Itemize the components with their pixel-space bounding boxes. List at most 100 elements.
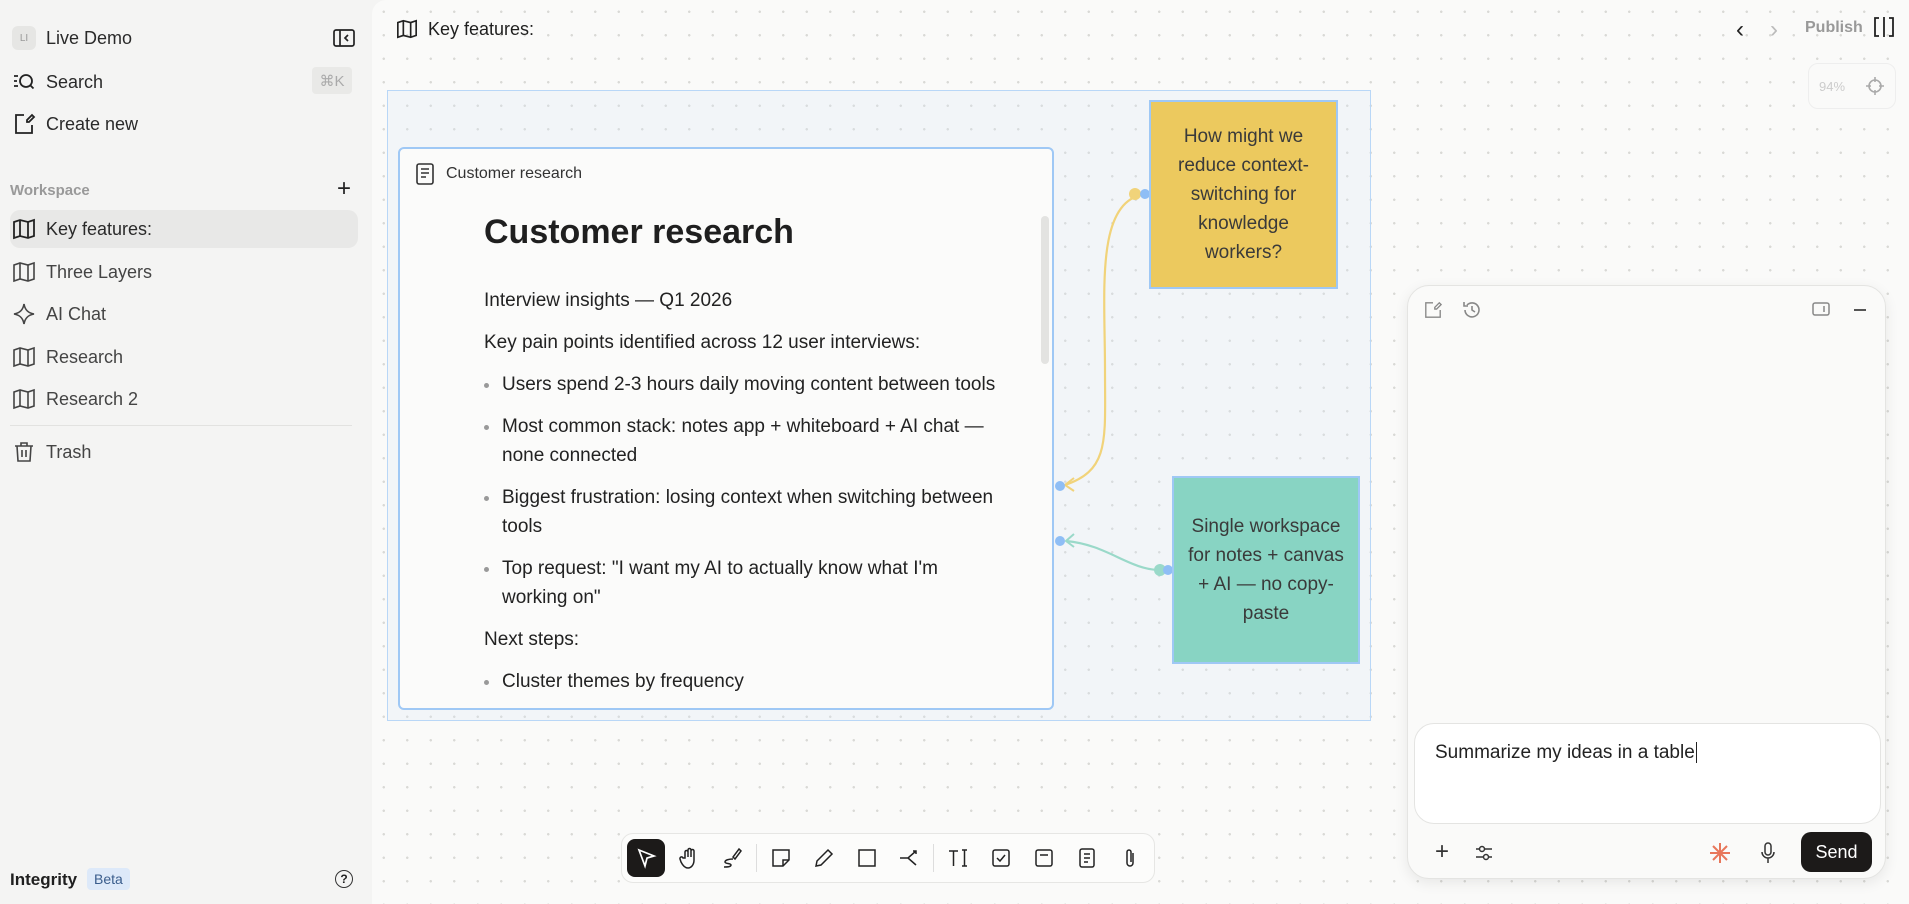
map-icon bbox=[13, 388, 35, 410]
create-new-button[interactable]: Create new bbox=[10, 105, 358, 143]
frame-tool[interactable] bbox=[1025, 839, 1063, 877]
text-tool[interactable] bbox=[939, 839, 977, 877]
sticky-note-text: How might we reduce context-switching fo… bbox=[1178, 126, 1309, 263]
dock-panel-icon[interactable] bbox=[1812, 302, 1830, 316]
chat-input[interactable]: Summarize my ideas in a table bbox=[1414, 723, 1881, 824]
send-label: Send bbox=[1815, 841, 1858, 862]
map-icon bbox=[397, 19, 417, 39]
hand-tool[interactable] bbox=[670, 839, 708, 877]
list-item: Biggest frustration: losing context when… bbox=[484, 483, 1004, 541]
attach-plus-icon[interactable]: + bbox=[1435, 838, 1450, 865]
publish-button[interactable]: Publish bbox=[1805, 19, 1863, 36]
page-title: Key features: bbox=[428, 18, 535, 39]
sidebar-item-trash[interactable]: Trash bbox=[10, 433, 358, 471]
connector-handle bbox=[1055, 536, 1065, 546]
sparkle-icon bbox=[13, 303, 35, 325]
connector-handle bbox=[1129, 188, 1141, 200]
sticky-note-teal[interactable]: Single workspace for notes + canvas + AI… bbox=[1172, 476, 1360, 664]
spark-icon[interactable] bbox=[1709, 842, 1731, 864]
new-chat-icon[interactable] bbox=[1424, 301, 1442, 319]
list-item: Users spend 2-3 hours daily moving conte… bbox=[484, 370, 1004, 399]
connector-icon bbox=[900, 850, 918, 866]
zoom-widget: 94% bbox=[1808, 63, 1896, 109]
sidebar-item-ai-chat[interactable]: AI Chat bbox=[10, 295, 358, 333]
sidebar-item-three-layers[interactable]: Three Layers bbox=[10, 253, 358, 291]
connector-teal bbox=[1065, 539, 1166, 572]
back-button[interactable]: ‹ bbox=[1736, 16, 1744, 43]
sidebar-item-label: Key features: bbox=[46, 218, 153, 239]
search-icon bbox=[14, 74, 35, 90]
org-name: Integrity bbox=[10, 870, 78, 889]
minimize-icon[interactable] bbox=[1854, 309, 1866, 311]
history-icon[interactable] bbox=[1462, 300, 1482, 320]
map-icon bbox=[13, 218, 35, 240]
workspace-section-label: Workspace bbox=[10, 182, 90, 199]
connector-handle bbox=[1163, 565, 1173, 575]
doc-scrollbar[interactable] bbox=[1041, 216, 1049, 364]
collapse-sidebar-icon[interactable] bbox=[333, 27, 355, 49]
page-breadcrumb: Key features: bbox=[396, 18, 534, 40]
sidebar-item-research[interactable]: Research bbox=[10, 338, 358, 376]
doc-content[interactable]: Customer research Interview insights — Q… bbox=[484, 213, 1004, 708]
canvas-toolbar bbox=[621, 833, 1155, 883]
doc-card-title: Customer research bbox=[446, 165, 583, 182]
doc-subtitle: Interview insights — Q1 2026 bbox=[484, 290, 733, 311]
next-steps-list: Cluster themes by frequency bbox=[484, 667, 1004, 696]
select-tool[interactable] bbox=[627, 839, 665, 877]
rectangle-icon bbox=[857, 849, 876, 867]
sidebar-item-label: Three Layers bbox=[46, 261, 153, 282]
search-button[interactable]: Search bbox=[10, 63, 358, 101]
connector-tool[interactable] bbox=[891, 839, 929, 877]
sidebar-item-label: Research bbox=[46, 346, 124, 367]
lasso-tool[interactable] bbox=[713, 839, 751, 877]
microphone-icon[interactable] bbox=[1760, 842, 1776, 864]
add-page-icon[interactable]: + bbox=[337, 175, 352, 202]
rectangle-tool[interactable] bbox=[848, 839, 886, 877]
cursor-icon bbox=[637, 848, 657, 869]
pain-points-list: Users spend 2-3 hours daily moving conte… bbox=[484, 370, 1004, 612]
lasso-icon bbox=[723, 847, 742, 868]
list-item: Most common stack: notes app + whiteboar… bbox=[484, 412, 1004, 470]
connector-yellow bbox=[1064, 192, 1147, 487]
connector-handle bbox=[1055, 481, 1065, 491]
recenter-icon[interactable] bbox=[1865, 76, 1885, 96]
document-card[interactable]: Customer research Customer research Inte… bbox=[398, 147, 1054, 710]
send-button[interactable]: Send bbox=[1801, 832, 1872, 872]
sticky-note-tool[interactable] bbox=[762, 839, 800, 877]
doc-heading: Customer research bbox=[484, 213, 794, 251]
checklist-tool[interactable] bbox=[982, 839, 1020, 877]
create-new-label: Create new bbox=[46, 113, 139, 134]
paperclip-icon bbox=[1126, 849, 1134, 867]
forward-button[interactable]: › bbox=[1770, 16, 1778, 43]
sidebar-divider bbox=[10, 425, 352, 426]
hand-icon bbox=[679, 847, 695, 869]
sticky-note-text: Single workspace for notes + canvas + AI… bbox=[1188, 516, 1344, 624]
search-label: Search bbox=[46, 71, 104, 92]
document-tool[interactable] bbox=[1068, 839, 1106, 877]
workspace-switcher[interactable]: LI Live Demo bbox=[10, 19, 358, 57]
connector-handle bbox=[1154, 564, 1166, 576]
text-icon bbox=[949, 849, 968, 867]
sidebar-item-label: AI Chat bbox=[46, 303, 107, 324]
pencil-icon bbox=[814, 848, 833, 867]
sidebar-item-key-features[interactable]: Key features: bbox=[10, 210, 358, 248]
attach-tool[interactable] bbox=[1111, 839, 1149, 877]
ai-chat-panel: Summarize my ideas in a table + Send bbox=[1407, 285, 1886, 879]
help-icon[interactable]: ? bbox=[335, 870, 353, 888]
sidebar-item-research-2[interactable]: Research 2 bbox=[10, 380, 358, 418]
split-view-icon[interactable] bbox=[1872, 16, 1896, 43]
list-item: Top request: "I want my AI to actually k… bbox=[484, 554, 1004, 612]
workspace-name: Live Demo bbox=[46, 27, 133, 48]
doc-card-header: Customer research bbox=[416, 163, 582, 185]
settings-sliders-icon[interactable] bbox=[1475, 844, 1493, 862]
document-icon bbox=[1079, 848, 1095, 868]
zoom-level[interactable]: 94% bbox=[1818, 78, 1846, 94]
trash-icon bbox=[15, 442, 33, 462]
beta-badge: Beta bbox=[87, 868, 130, 890]
search-shortcut: ⌘K bbox=[312, 67, 352, 94]
sticky-note-icon bbox=[771, 849, 790, 867]
pen-tool[interactable] bbox=[805, 839, 843, 877]
workspace-avatar: LI bbox=[12, 26, 36, 50]
sticky-note-yellow[interactable]: How might we reduce context-switching fo… bbox=[1149, 100, 1338, 289]
